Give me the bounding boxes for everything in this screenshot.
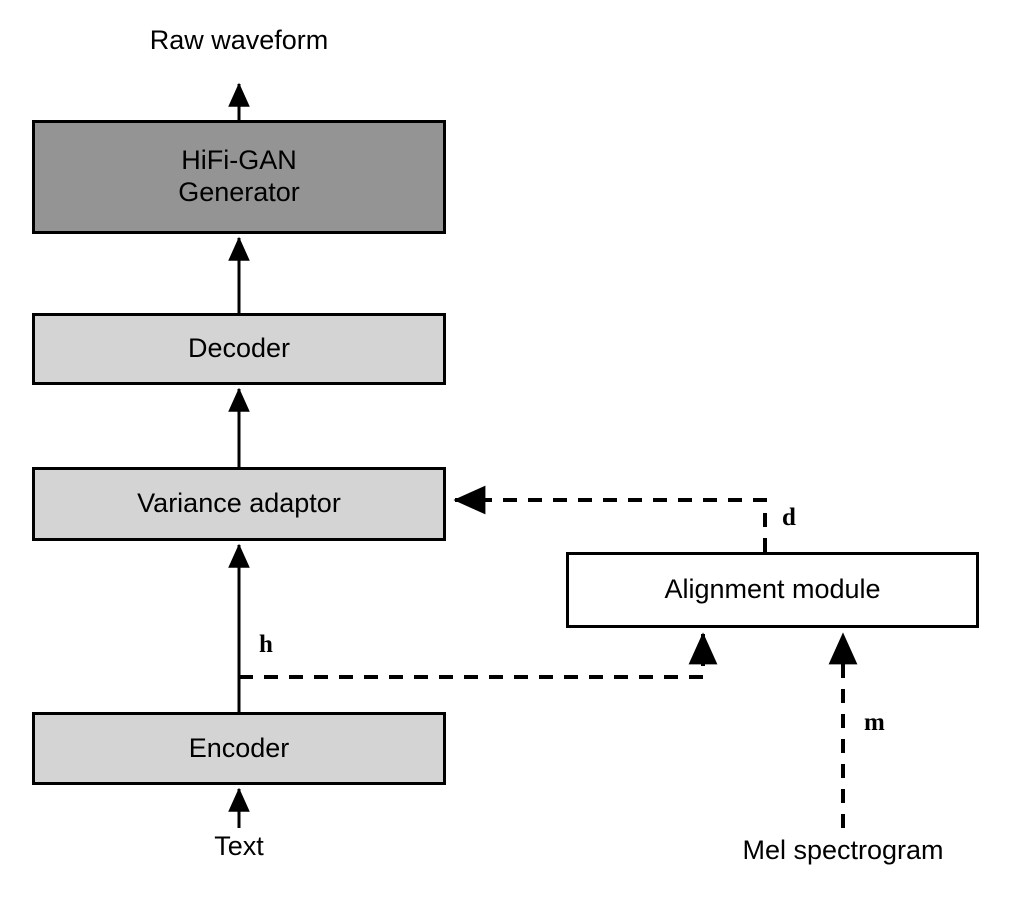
node-encoder[interactable]: Encoder	[32, 712, 446, 785]
node-alignment-module-label: Alignment module	[664, 574, 881, 605]
io-label-text-input: Text	[214, 831, 264, 861]
node-encoder-label: Encoder	[188, 732, 290, 763]
arrow-encoder-h-to-alignment	[239, 632, 718, 679]
edge-label-h: h	[259, 631, 273, 658]
node-decoder-label: Decoder	[187, 333, 291, 364]
io-label-mel-spectrogram-input: Mel spectrogram	[742, 835, 944, 865]
arrow-alignment-to-variance-adaptor	[453, 485, 767, 552]
node-decoder[interactable]: Decoder	[32, 313, 446, 385]
edge-label-m: m	[864, 709, 885, 736]
node-variance-adaptor-label: Variance adaptor	[137, 488, 341, 519]
node-hifigan-generator[interactable]: HiFi-GAN Generator	[32, 120, 446, 234]
node-variance-adaptor[interactable]: Variance adaptor	[32, 467, 446, 541]
node-alignment-module[interactable]: Alignment module	[566, 552, 979, 628]
io-label-raw-waveform: Raw waveform	[149, 25, 329, 55]
node-hifigan-generator-label: HiFi-GAN Generator	[178, 145, 300, 207]
edge-label-d: d	[782, 504, 796, 531]
